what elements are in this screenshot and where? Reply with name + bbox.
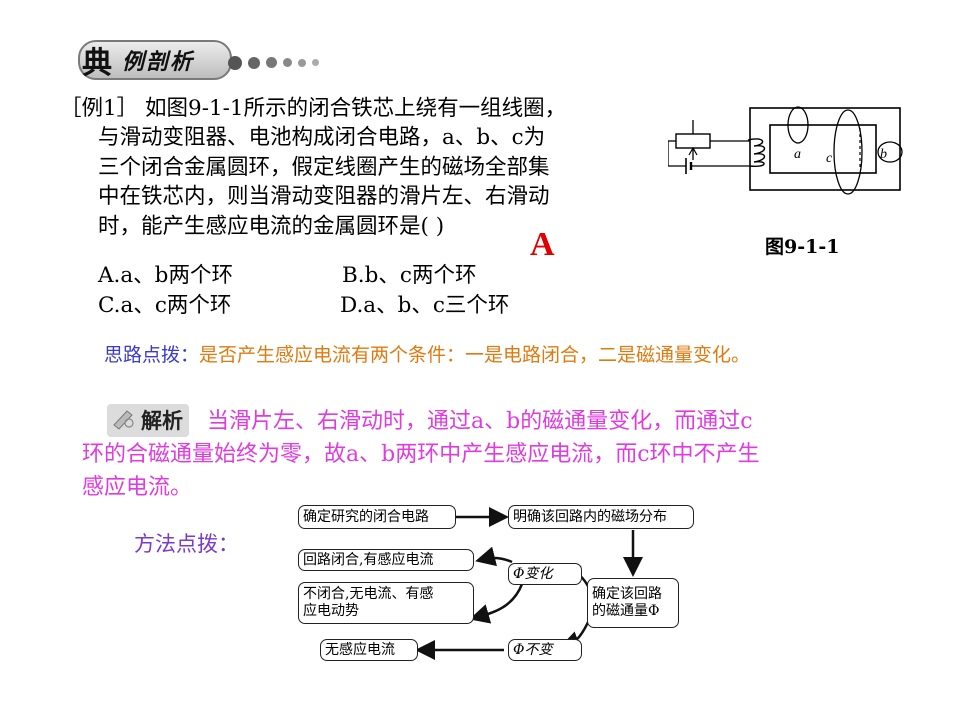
flow-box-not-closed: 不闭合,无电流、有感 应电动势	[298, 582, 474, 624]
figure-caption: 图9-1-1	[765, 236, 840, 258]
decorative-dots	[228, 52, 325, 71]
circuit-figure: a c b	[668, 106, 903, 195]
option-a: A.a、b两个环	[98, 263, 233, 288]
method-flowchart: 确定研究的闭合电路 明确该回路内的磁场分布 确定该回路 的磁通量Φ Φ变化 Φ不…	[290, 500, 700, 670]
flow-box-determine-circuit: 确定研究的闭合电路	[298, 505, 456, 529]
option-d: D.a、b、c三个环	[340, 293, 510, 318]
analysis-line: 当滑片左、右滑动时，通过a、b的磁通量变化，而通过c	[207, 409, 753, 434]
section-badge: 典 例剖析	[78, 40, 238, 81]
question-text: ［例1］ 如图9-1-1所示的闭合铁芯上绕有一组线圈， 与滑动变阻器、电池构成闭…	[60, 94, 670, 241]
hint-text: 是否产生感应电流有两个条件：一是电路闭合，二是磁通量变化。	[199, 344, 751, 366]
flow-box-line: 应电动势	[303, 603, 359, 619]
option-b: B.b、c两个环	[342, 263, 477, 288]
hint-label: 思路点拨：	[104, 344, 200, 366]
slider-arrow-icon	[688, 146, 698, 156]
flow-box-line: 确定该回路	[592, 586, 662, 602]
flow-box-field-distribution: 明确该回路内的磁场分布	[508, 505, 694, 529]
label-b: b	[880, 147, 887, 162]
ring-c	[833, 109, 863, 195]
label-a: a	[794, 147, 801, 162]
option-c: C.a、c两个环	[98, 293, 232, 318]
flow-box-flux-same: Φ不变	[508, 639, 582, 661]
analysis-line: 环的合磁通量始终为零，故a、b两环中产生感应电流，而c环中不产生	[82, 442, 760, 467]
iron-core-outer	[749, 107, 901, 191]
badge-char: 典	[82, 46, 112, 81]
flow-box-determine-flux: 确定该回路 的磁通量Φ	[587, 578, 679, 628]
coil	[747, 138, 766, 168]
ring-b	[877, 141, 903, 163]
question-line: 三个闭合金属圆环，假定线圈产生的磁场全部集	[98, 154, 550, 180]
flow-box-closed: 回路闭合,有感应电流	[298, 549, 474, 571]
rheostat	[675, 133, 711, 149]
ring-a	[787, 106, 809, 144]
badge-background	[78, 40, 232, 80]
analysis-tag: 解析	[107, 404, 189, 437]
flow-box-flux-change: Φ变化	[508, 563, 582, 585]
label-c: c	[826, 151, 833, 166]
hint-line: 思路点拨：是否产生感应电流有两个条件：一是电路闭合，二是磁通量变化。	[104, 340, 750, 367]
method-label: 方法点拨：	[134, 532, 239, 556]
question-line: 时，能产生感应电流的金属圆环是( )	[98, 213, 445, 239]
analysis-block: 解析 当滑片左、右滑动时，通过a、b的磁通量变化，而通过c 环的合磁通量始终为零…	[82, 404, 902, 504]
badge-title: 例剖析	[122, 49, 195, 75]
question-line: ［例1］ 如图9-1-1所示的闭合铁芯上绕有一组线圈，	[60, 96, 567, 121]
analysis-line: 感应电流。	[82, 475, 193, 500]
question-line: 中在铁芯内，则当滑动变阻器的滑片左、右滑动	[98, 184, 550, 210]
analysis-tag-label: 解析	[141, 408, 183, 433]
question-line: 与滑动变阻器、电池构成闭合电路，a、b、c为	[98, 125, 546, 151]
flow-box-line: 的磁通量Φ	[592, 603, 660, 619]
flow-box-line: 不闭合,无电流、有感	[303, 586, 434, 602]
answer-letter: A	[530, 226, 555, 263]
iron-core-inner	[769, 124, 877, 174]
pencil-icon	[113, 410, 134, 430]
flow-box-no-current: 无感应电流	[320, 639, 418, 661]
